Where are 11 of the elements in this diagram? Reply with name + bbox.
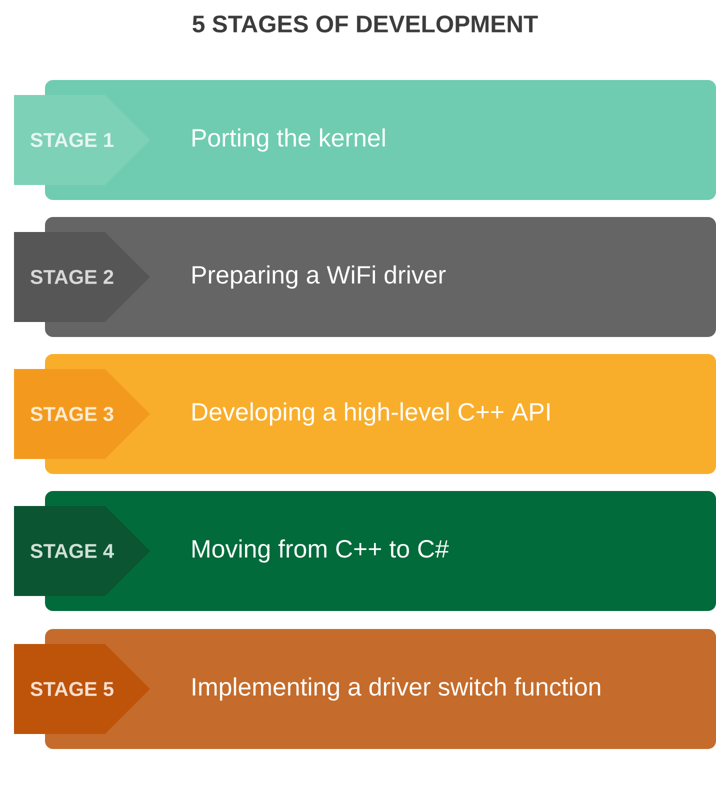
stage-tag: STAGE 2 bbox=[14, 232, 150, 322]
stage-tag: STAGE 5 bbox=[14, 644, 150, 734]
stage-description: Developing a high-level C++ API bbox=[192, 402, 550, 426]
stage-description: Preparing a WiFi driver bbox=[192, 265, 446, 289]
title: 5 STAGES OF DEVELOPMENT bbox=[192, 16, 538, 32]
stage-description: Implementing a driver switch function bbox=[192, 677, 600, 701]
stage-description: Porting the kernel bbox=[192, 128, 385, 152]
stage-tag: STAGE 1 bbox=[14, 95, 150, 185]
stage-tag: STAGE 3 bbox=[14, 369, 150, 459]
stage-description: Moving from C++ to C# bbox=[192, 539, 449, 563]
stage-tag: STAGE 4 bbox=[14, 506, 150, 596]
